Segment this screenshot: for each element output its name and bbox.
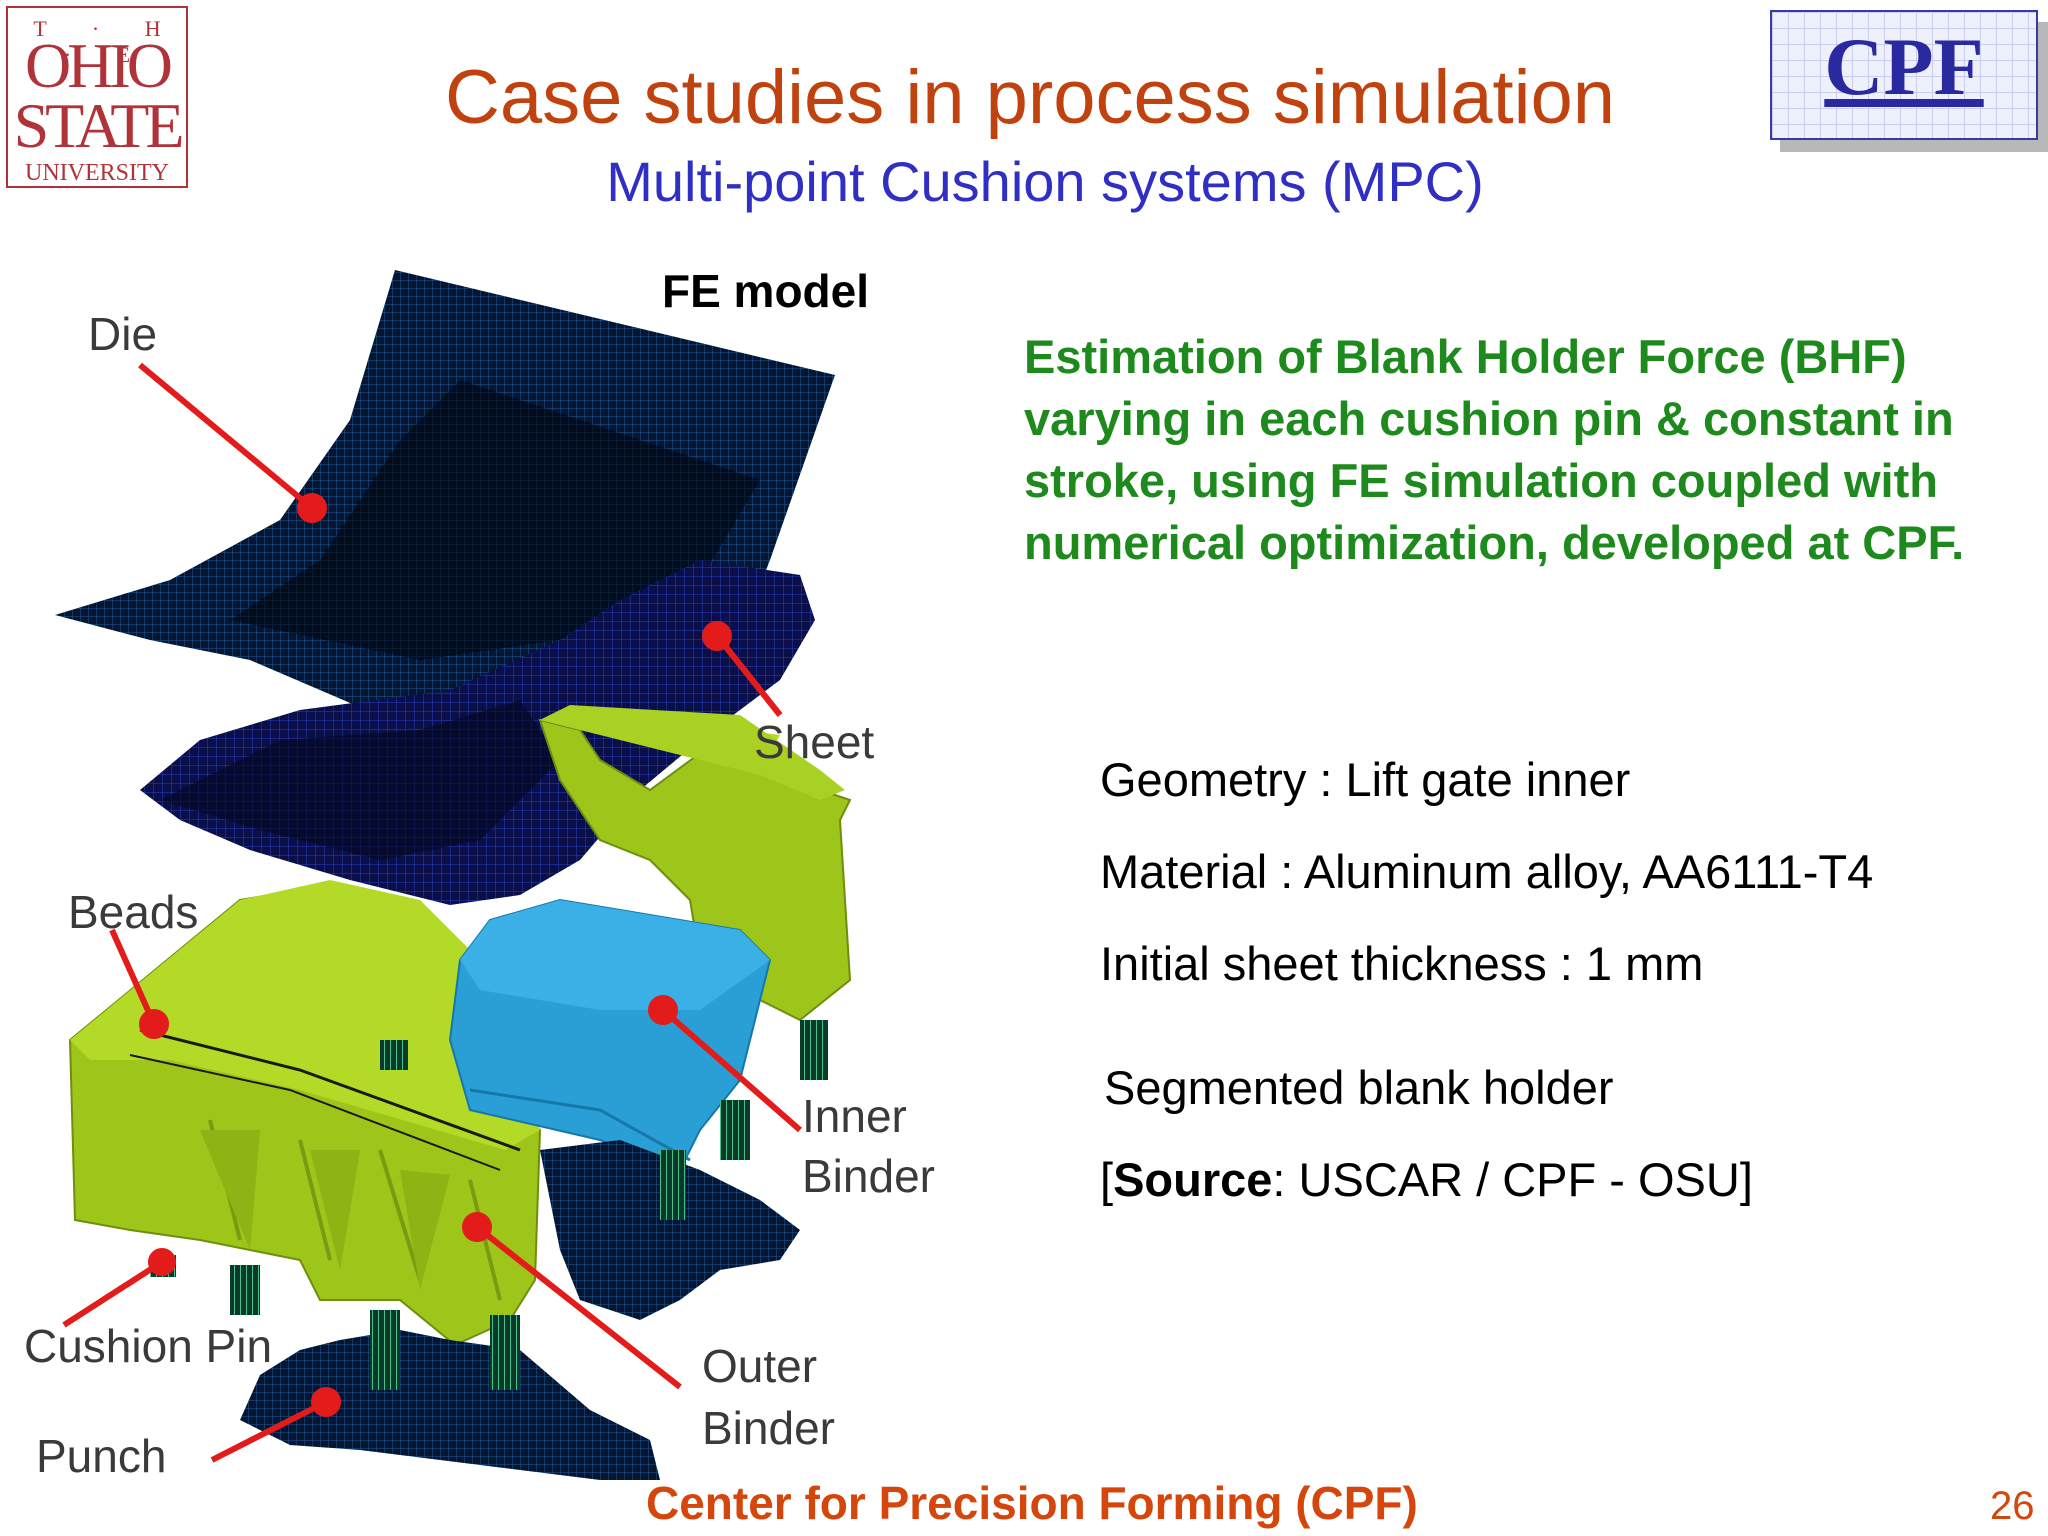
slide-title: Case studies in process simulation — [444, 55, 1616, 140]
punch-mesh — [240, 1330, 660, 1480]
info-source: [Source: USCAR / CPF - OSU] — [1100, 1152, 1753, 1208]
info-source-open: [ — [1100, 1153, 1114, 1206]
outer-binder-pointer — [475, 1224, 682, 1390]
description-text: Estimation of Blank Holder Force (BHF) v… — [1024, 330, 1965, 569]
info-source-rest: : USCAR / CPF - OSU] — [1272, 1153, 1753, 1206]
osu-logo-university: UNIVERSITY — [25, 160, 169, 186]
osu-logo-state: STATE — [13, 90, 185, 161]
label-cushion-pin: Cushion Pin — [24, 1320, 273, 1372]
punch-pointer — [210, 1399, 328, 1463]
cushion-pin-pointer — [62, 1259, 164, 1328]
cushion-pin-1 — [230, 1265, 260, 1315]
cpf-logo-text: CPF — [1824, 21, 1984, 112]
osu-logo-ohio: OHIO — [25, 30, 173, 101]
fe-model-caption: FE model — [662, 265, 870, 317]
label-outer-binder-2: Binder — [702, 1402, 835, 1454]
osu-logo-the: T · H · E — [33, 16, 181, 67]
cushion-pin-7 — [660, 1150, 686, 1220]
inner-binder-pointer — [661, 1007, 802, 1133]
osu-logo: T · H · E OHIO STATE UNIVERSITY — [6, 6, 188, 188]
cushion-pin-3 — [490, 1315, 520, 1390]
outer-binder-top-surface — [70, 880, 540, 1150]
label-die: Die — [88, 308, 158, 360]
info-segmented: Segmented blank holder — [1104, 1061, 1614, 1114]
label-inner-binder-1: Inner — [802, 1090, 907, 1142]
footer-text: Center for Precision Forming (CPF) — [646, 1477, 1418, 1529]
info-material: Material : Aluminum alloy, AA6111-T4 — [1100, 845, 1874, 898]
cushion-pin-6 — [800, 1020, 828, 1080]
cushion-pin-8 — [380, 1040, 408, 1070]
label-sheet: Sheet — [754, 716, 875, 768]
cpf-logo: CPF — [1770, 10, 2038, 140]
outer-binder-back-top — [540, 705, 845, 800]
cushion-pin-5 — [720, 1100, 750, 1160]
slide-subtitle: Multi-point Cushion systems (MPC) — [606, 150, 1484, 213]
label-beads: Beads — [68, 886, 199, 938]
outer-binder-back — [538, 718, 852, 1022]
info-thickness: Initial sheet thickness : 1 mm — [1100, 937, 1704, 990]
cushion-pin-2 — [370, 1310, 400, 1390]
info-geometry: Geometry : Lift gate inner — [1100, 753, 1631, 806]
label-outer-binder-1: Outer — [702, 1340, 818, 1392]
beads-pointer — [109, 928, 157, 1026]
label-punch: Punch — [36, 1430, 167, 1482]
info-source-bold: Source — [1113, 1153, 1273, 1206]
label-inner-binder-2: Binder — [802, 1150, 935, 1202]
die-pointer — [138, 362, 314, 511]
page-number: 26 — [1990, 1484, 2035, 1528]
